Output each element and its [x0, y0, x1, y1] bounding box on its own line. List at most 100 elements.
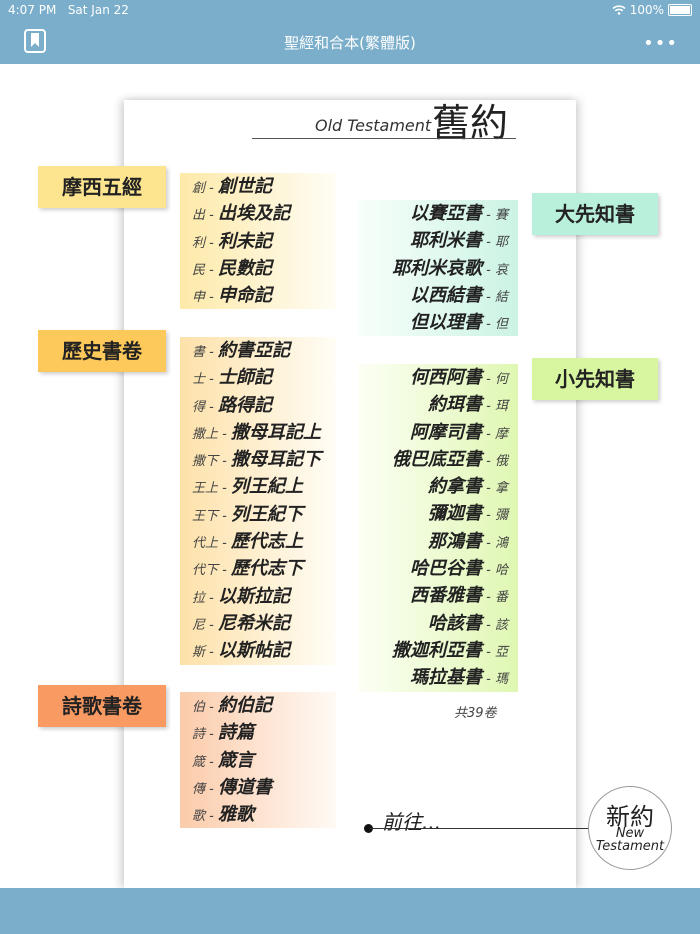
book-name: 雅歌: [217, 804, 254, 826]
book-name: 阿摩司書: [410, 421, 483, 443]
ot-chinese-title: 舊約: [432, 101, 509, 145]
book-abbr: 伯: [192, 700, 206, 715]
book-item[interactable]: 耶利米書 - 耶: [358, 227, 518, 254]
bookmark-button[interactable]: [24, 29, 46, 53]
group-tag-minor-prophets[interactable]: 小先知書: [532, 358, 658, 400]
book-item[interactable]: 士 - 士師記: [180, 364, 336, 391]
book-item[interactable]: 撒迦利亞書 - 亞: [358, 637, 518, 664]
book-name: 約伯記: [217, 695, 272, 716]
book-name: 尼希米記: [217, 612, 290, 634]
book-item[interactable]: 彌迦書 - 彌: [358, 500, 518, 527]
book-item[interactable]: 傳 - 傳道書: [180, 774, 336, 801]
book-name: 士師記: [217, 367, 272, 389]
wifi-icon: [612, 5, 626, 15]
book-item[interactable]: 詩 - 詩篇: [180, 719, 336, 746]
book-name: 何西阿書: [410, 367, 483, 388]
book-item[interactable]: 尼 - 尼希米記: [180, 610, 336, 637]
book-name: 以西結書: [410, 284, 483, 306]
separator: -: [482, 399, 495, 415]
book-abbr: 哈: [494, 563, 508, 579]
book-name: 以賽亞書: [410, 203, 483, 224]
book-abbr: 結: [494, 289, 508, 305]
separator: -: [482, 426, 495, 442]
book-item[interactable]: 哈該書 - 該: [358, 610, 518, 637]
nt-english-line1: New: [615, 826, 645, 841]
separator: -: [482, 208, 495, 223]
battery-icon: [668, 4, 692, 16]
book-abbr: 書: [192, 345, 206, 360]
book-item[interactable]: 代上 - 歷代志上: [180, 528, 336, 555]
book-item[interactable]: 阿摩司書 - 摩: [358, 419, 518, 446]
group-tag-moses[interactable]: 摩西五經: [38, 166, 166, 208]
book-item[interactable]: 哈巴谷書 - 哈: [358, 555, 518, 582]
group-tag-major-prophets[interactable]: 大先知書: [532, 193, 658, 235]
book-item[interactable]: 得 - 路得記: [180, 392, 336, 419]
book-item[interactable]: 歌 - 雅歌: [180, 801, 336, 828]
book-abbr: 耶: [494, 235, 508, 251]
book-item[interactable]: 西番雅書 - 番: [358, 582, 518, 609]
book-item[interactable]: 拉 - 以斯拉記: [180, 583, 336, 610]
book-name: 出埃及記: [217, 203, 290, 225]
book-item[interactable]: 申 - 申命記: [180, 282, 336, 309]
group-tag-label: 詩歌書卷: [62, 694, 142, 718]
group-tag-label: 小先知書: [555, 367, 635, 391]
group-tag-history[interactable]: 歷史書卷: [38, 330, 166, 372]
book-item[interactable]: 代下 - 歷代志下: [180, 555, 336, 582]
book-item[interactable]: 撒上 - 撒母耳記上: [180, 419, 336, 446]
separator: -: [482, 590, 495, 606]
battery-percent: 100%: [629, 3, 664, 17]
book-item[interactable]: 王下 - 列王紀下: [180, 501, 336, 528]
more-icon[interactable]: •••: [643, 33, 678, 54]
book-total: 共39卷: [454, 706, 497, 721]
book-abbr: 傳: [192, 781, 206, 797]
separator: -: [482, 617, 495, 633]
book-name: 哈巴谷書: [410, 558, 483, 580]
new-testament-button[interactable]: 新約 New Testament: [588, 786, 672, 870]
book-item[interactable]: 斯 - 以斯帖記: [180, 637, 336, 664]
book-abbr: 俄: [494, 453, 508, 469]
separator: -: [205, 645, 218, 661]
book-item[interactable]: 約拿書 - 拿: [358, 473, 518, 500]
book-item[interactable]: 出 - 出埃及記: [180, 200, 336, 227]
book-abbr: 箴: [192, 754, 206, 770]
book-item[interactable]: 那鴻書 - 鴻: [358, 528, 518, 555]
book-name: 傳道書: [217, 776, 272, 798]
book-item[interactable]: 王上 - 列王紀上: [180, 473, 336, 500]
book-item[interactable]: 以西結書 - 結: [358, 282, 518, 309]
book-abbr: 王上: [192, 481, 219, 497]
separator: -: [205, 372, 218, 388]
book-item[interactable]: 創 - 創世記: [180, 173, 336, 200]
book-abbr: 士: [192, 372, 206, 388]
separator: -: [205, 754, 218, 770]
book-item[interactable]: 箴 - 箴言: [180, 747, 336, 774]
book-name: 歷代志上: [230, 531, 303, 553]
book-item[interactable]: 撒下 - 撒母耳記下: [180, 446, 336, 473]
book-name: 彌迦書: [428, 503, 483, 525]
book-abbr: 哀: [494, 262, 508, 278]
goto-link[interactable]: 前往...: [382, 810, 442, 834]
book-item[interactable]: 伯 - 約伯記: [180, 692, 336, 719]
group-tag-label: 大先知書: [555, 202, 635, 226]
separator: -: [482, 262, 495, 278]
book-item[interactable]: 書 - 約書亞記: [180, 337, 336, 364]
book-item[interactable]: 以賽亞書 - 賽: [358, 200, 518, 227]
book-name: 申命記: [217, 285, 272, 307]
book-item[interactable]: 瑪拉基書 - 瑪: [358, 664, 518, 691]
book-name: 但以理書: [410, 312, 483, 334]
book-abbr: 申: [192, 290, 206, 306]
book-item[interactable]: 俄巴底亞書 - 俄: [358, 446, 518, 473]
book-item[interactable]: 但以理書 - 但: [358, 309, 518, 336]
book-name: 瑪拉基書: [410, 667, 483, 689]
book-name: 哈該書: [428, 612, 483, 634]
book-abbr: 歌: [192, 809, 206, 825]
book-item[interactable]: 利 - 利未記: [180, 228, 336, 255]
book-item[interactable]: 耶利米哀歌 - 哀: [358, 255, 518, 282]
nav-bar: 聖經和合本(繁體版) •••: [0, 20, 700, 64]
separator: -: [218, 508, 231, 524]
group-tag-poetry[interactable]: 詩歌書卷: [38, 685, 166, 727]
book-item[interactable]: 何西阿書 - 何: [358, 364, 518, 391]
book-item[interactable]: 民 - 民數記: [180, 255, 336, 282]
separator: -: [218, 536, 231, 552]
separator: -: [218, 426, 231, 442]
book-item[interactable]: 約珥書 - 珥: [358, 391, 518, 418]
